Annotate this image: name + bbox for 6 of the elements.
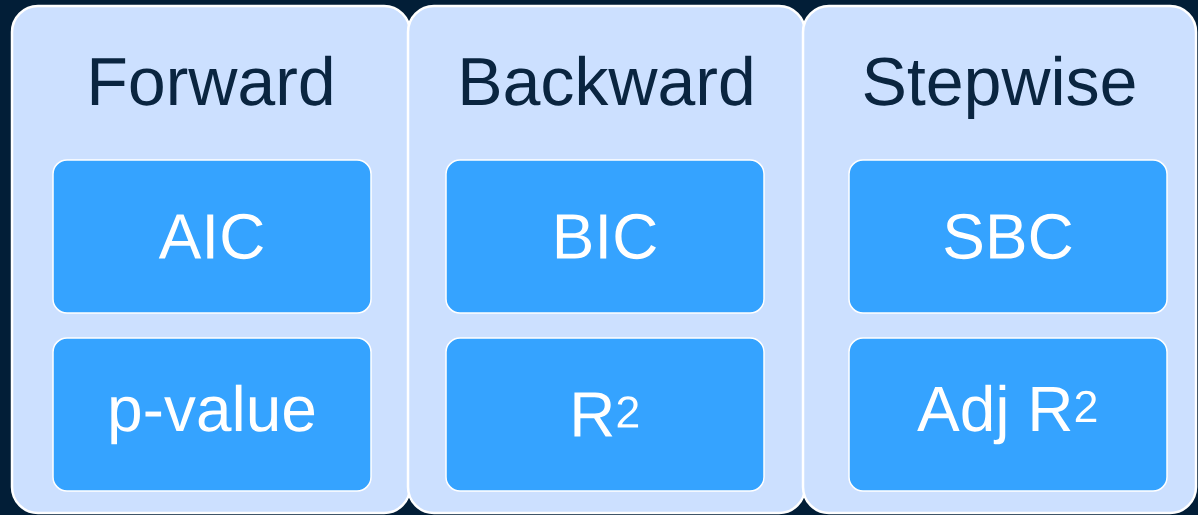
metric-box: p-value [52,337,372,492]
metric-box: Adj R$^{2}$ [848,337,1168,492]
metric-box: AIC [52,159,372,314]
metric-box: SBC [848,159,1168,314]
metric-box: BIC [445,159,765,314]
metric-box: R$^{2}$ [445,337,765,492]
